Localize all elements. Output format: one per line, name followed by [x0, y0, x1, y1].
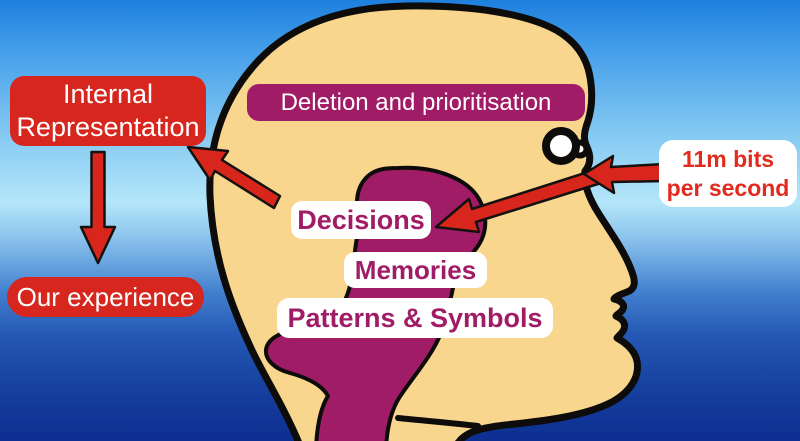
deletion-prioritisation-label: Deletion and prioritisation [247, 84, 585, 121]
arrow-internal-representation-to-our-experience [79, 150, 117, 265]
our-experience-label: Our experience [7, 277, 204, 317]
decisions-label: Decisions [291, 201, 431, 239]
eye-icon [542, 127, 580, 165]
patterns-symbols-text: Patterns & Symbols [287, 302, 543, 333]
bits-line1: 11m bits [681, 145, 775, 172]
shoulder-line [395, 415, 481, 429]
memories-text: Memories [354, 254, 477, 285]
memories-label: Memories [344, 252, 487, 288]
internal-representation-label: Internal Representation [10, 76, 206, 146]
deletion-prioritisation-text: Deletion and prioritisation [280, 88, 552, 116]
arrow-head-to-internal-representation [186, 145, 282, 210]
arrow-input-to-eye [582, 154, 667, 195]
bits-line2: per second [666, 174, 790, 201]
patterns-symbols-label: Patterns & Symbols [277, 298, 553, 338]
internal-representation-line1: Internal [62, 79, 154, 109]
decisions-text: Decisions [297, 204, 425, 235]
internal-representation-line2: Representation [16, 112, 200, 142]
our-experience-text: Our experience [16, 281, 195, 312]
bits-per-second-label: 11m bits per second [659, 140, 797, 207]
